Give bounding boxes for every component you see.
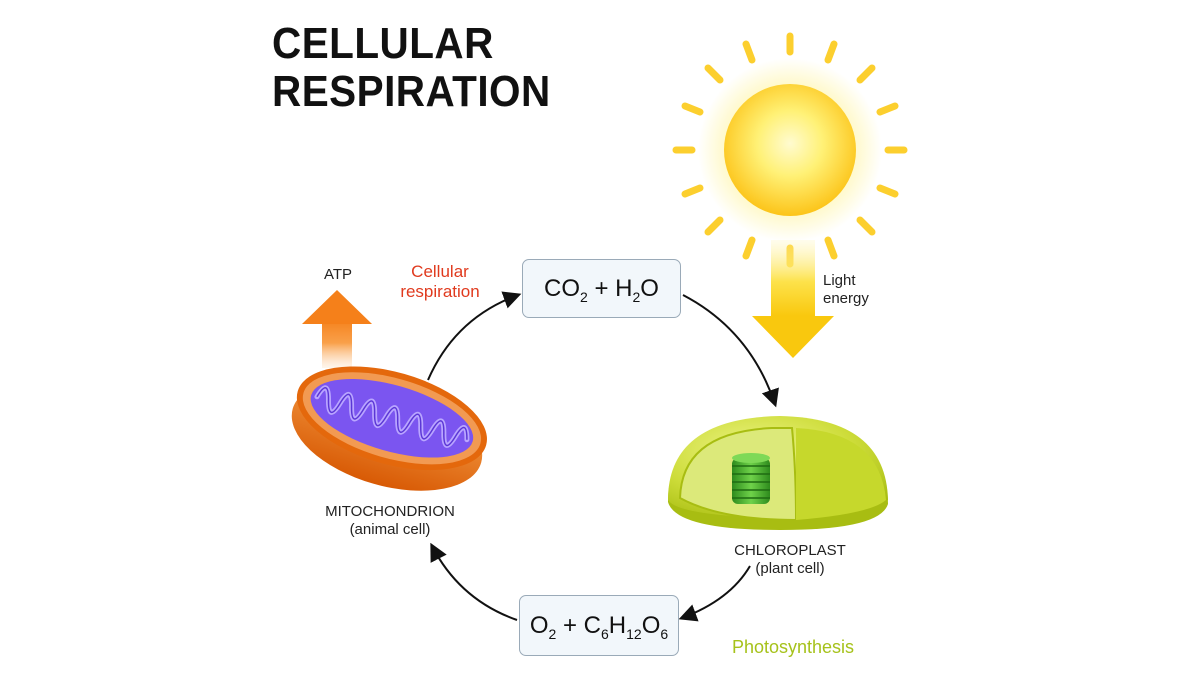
mitochondrion-label: MITOCHONDRION (animal cell) [325, 503, 455, 538]
arrow-o2-to-mito [430, 542, 518, 621]
light-energy-label: Light energy [823, 272, 869, 307]
mitochondrion-icon [291, 366, 487, 491]
arrow-chloroplast-to-o2 [678, 565, 751, 622]
atp-arrow [302, 290, 372, 368]
photosynthesis-label: Photosynthesis [731, 637, 855, 657]
title-line-1: CELLULAR [272, 19, 494, 68]
co2-h2o-box: CO2 + H2O [522, 259, 681, 318]
o2-glucose-box: O2 + C6H12O6 [519, 595, 679, 656]
formula-co2-h2o: CO2 + H2O [544, 274, 659, 305]
arrow-mito-to-co2 [427, 291, 522, 381]
chloroplast-label: CHLOROPLAST (plant cell) [734, 542, 846, 577]
title-line-2: RESPIRATION [272, 67, 551, 116]
arrow-co2-to-chloroplast [682, 294, 779, 408]
chloroplast-icon [668, 416, 888, 530]
sun-icon [672, 32, 908, 268]
granum-stack [732, 453, 770, 504]
atp-label: ATP [323, 266, 353, 283]
diagram-title: CELLULAR RESPIRATION [272, 20, 551, 116]
cellular-respiration-label: Cellular respiration [400, 262, 480, 301]
formula-o2-glucose: O2 + C6H12O6 [529, 611, 669, 642]
light-energy-arrow [752, 240, 834, 358]
